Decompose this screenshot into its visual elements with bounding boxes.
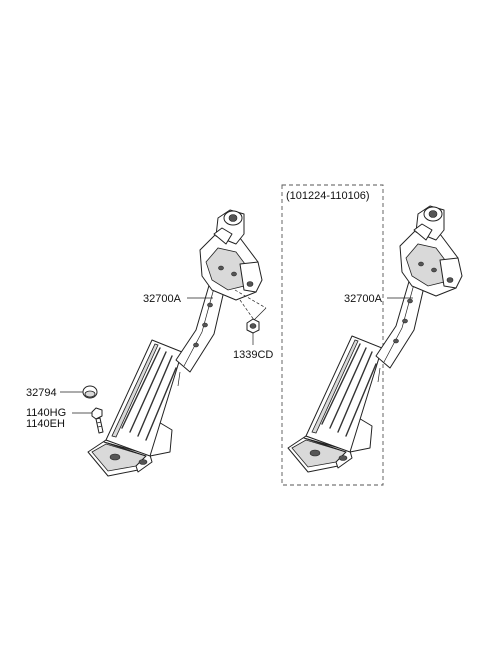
accelerator-pedal-assembly-right-icon[interactable] bbox=[287, 205, 463, 473]
label-pedal-left: 32700A bbox=[143, 293, 182, 305]
bolt-icon[interactable] bbox=[91, 407, 104, 434]
rubber-cap-icon[interactable] bbox=[82, 385, 98, 399]
label-bolt-2: 1140EH bbox=[26, 418, 65, 430]
label-pedal-right: 32700A bbox=[344, 293, 383, 305]
leader-nut-dash-2 bbox=[239, 299, 255, 321]
leader-nut-join bbox=[253, 307, 267, 321]
accelerator-pedal-assembly-left-icon[interactable] bbox=[87, 209, 263, 477]
variant-frame bbox=[281, 184, 384, 486]
label-variant-range: (101224-110106) bbox=[286, 190, 370, 202]
label-bolt-1: 1140HG bbox=[26, 407, 66, 419]
label-cap: 32794 bbox=[26, 387, 57, 399]
leader-nut-dash-1 bbox=[234, 289, 267, 309]
hex-nut-icon[interactable] bbox=[246, 318, 260, 334]
label-nut: 1339CD bbox=[233, 349, 273, 361]
